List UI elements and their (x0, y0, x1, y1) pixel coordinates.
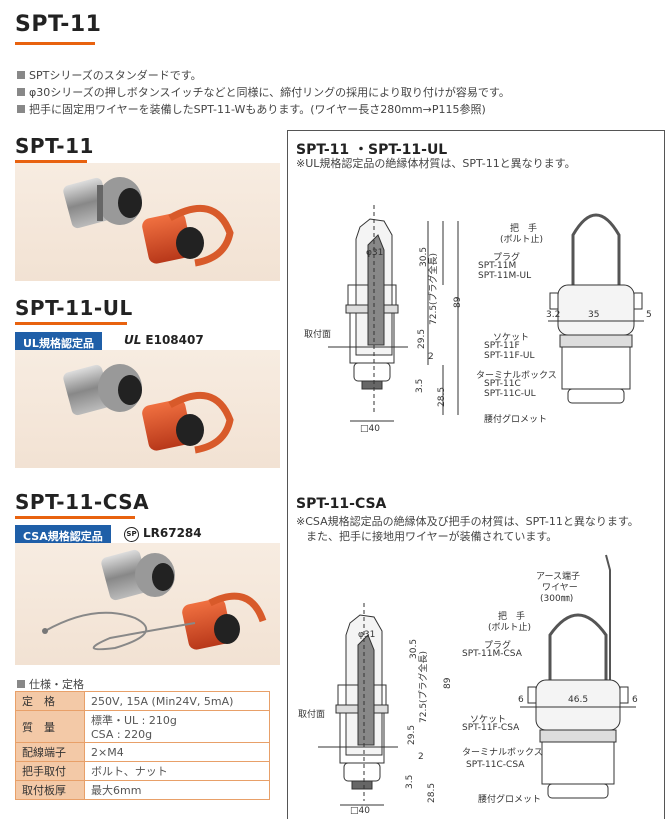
panel1-note: ※UL規格認定品の絶縁体材質は、SPT-11と異なります。 (296, 157, 576, 170)
label-plug-mul: SPT-11M-UL (478, 271, 532, 281)
section-underline (15, 322, 127, 325)
connector-image (63, 364, 234, 454)
svg-text:6: 6 (632, 695, 638, 705)
label-plug: プラグ (484, 641, 512, 651)
label-wire-len: (300㎜) (540, 594, 574, 604)
drawing-csa: φ31 30.5 72.5(プラグ全長) 89 29.5 2 3.5 28.5 … (298, 554, 638, 815)
csa-cert-badge: CSA規格認定品 (15, 525, 111, 547)
svg-text:□40: □40 (360, 424, 380, 434)
svg-text:6: 6 (518, 695, 524, 705)
label-grommet: 腰付グロメット (484, 415, 548, 425)
label-handle-sub: (ボルト止) (488, 623, 532, 633)
label-plug: プラグ (493, 253, 521, 263)
spec-value: 250V, 15A (Min24V, 5mA) (84, 691, 270, 711)
page-title: SPT-11 (15, 12, 102, 37)
product-photo-ul (15, 350, 280, 468)
label-handle: 把 手 (510, 224, 538, 234)
section-title-ul: SPT-11-UL (15, 296, 133, 320)
spec-key: 把手取付 (15, 761, 85, 781)
svg-text:89: 89 (453, 296, 463, 308)
svg-text:3.5: 3.5 (405, 775, 415, 789)
label-handle: 把 手 (498, 612, 526, 622)
product-photo-spt11 (15, 163, 280, 281)
label-earth: アース端子 (536, 572, 581, 582)
svg-text:29.5: 29.5 (417, 329, 427, 349)
svg-text:72.5(プラグ全長): 72.5(プラグ全長) (417, 651, 429, 723)
label-handle-sub: (ボルト止) (500, 235, 544, 245)
table-row: 把手取付ボルト、ナット (15, 761, 270, 781)
label-plug-m: SPT-11M (478, 261, 517, 271)
intro-line-2: φ30シリーズの押しボタンスイッチなどと同様に、締付リングの採用により取り付けが… (17, 84, 510, 100)
label-socket-f: SPT-11F-CSA (462, 723, 520, 733)
label-socket-f: SPT-11F (484, 341, 520, 351)
svg-text:28.5: 28.5 (437, 387, 447, 407)
spec-value: ボルト、ナット (84, 761, 270, 781)
svg-text:89: 89 (443, 677, 453, 689)
spec-key: 質 量 (15, 710, 85, 743)
spec-heading: 仕様・定格 (17, 676, 84, 692)
label-wire: ワイヤー (542, 583, 578, 593)
connector-image (42, 549, 267, 651)
ul-cert-badge: UL規格認定品 (15, 332, 102, 354)
label-term-cul: SPT-11C-UL (484, 389, 536, 399)
svg-text:2: 2 (418, 752, 424, 762)
panel2-note-2: また、把手に接地用ワイヤーが装備されています。 (306, 530, 558, 543)
svg-text:取付面: 取付面 (298, 709, 325, 720)
drawing-panel (287, 130, 665, 819)
svg-text:2: 2 (428, 352, 434, 362)
panel1-title: SPT-11 ・SPT-11-UL (296, 142, 448, 158)
label-grommet: 腰付グロメット (478, 795, 542, 805)
svg-text:35: 35 (588, 310, 599, 320)
label-terminal: ターミナルボックス (476, 371, 557, 381)
svg-text:30.5: 30.5 (409, 639, 419, 659)
spec-value: 最大6mm (84, 780, 270, 800)
panel2-note-1: ※CSA規格認定品の絶縁体及び把手の材質は、SPT-11と異なります。 (296, 515, 639, 528)
svg-text:取付面: 取付面 (304, 329, 331, 340)
svg-text:□40: □40 (350, 806, 370, 815)
svg-text:φ31: φ31 (366, 248, 383, 258)
label-socket-ful: SPT-11F-UL (484, 351, 535, 361)
section-title-csa: SPT-11-CSA (15, 490, 150, 514)
label-term-c: SPT-11C (484, 379, 521, 389)
product-photo-csa (15, 543, 280, 665)
svg-text:φ31: φ31 (358, 630, 375, 640)
drawing-spt11: φ31 30.5 72.5(プラグ全長) 89 29.5 2 3.5 28.5 … (304, 205, 652, 434)
spec-key: 取付板厚 (15, 780, 85, 800)
csa-mark-icon: SP (124, 527, 139, 542)
intro-line-1: SPTシリーズのスタンダードです。 (17, 67, 202, 83)
label-socket: ソケット (493, 333, 530, 343)
panel2-title: SPT-11-CSA (296, 496, 387, 512)
section-underline (15, 516, 135, 519)
svg-text:5: 5 (646, 310, 652, 320)
section-title-spt11: SPT-11 (15, 134, 94, 158)
spec-key: 定 格 (15, 691, 85, 711)
svg-text:46.5: 46.5 (568, 695, 588, 705)
ul-mark-icon: UL (124, 333, 142, 347)
label-socket: ソケット (470, 715, 507, 725)
svg-text:29.5: 29.5 (407, 725, 417, 745)
connector-image (63, 177, 234, 267)
svg-text:72.5(プラグ全長): 72.5(プラグ全長) (427, 253, 439, 325)
spec-value: 2×M4 (84, 742, 270, 762)
title-underline (15, 42, 95, 45)
svg-text:3.5: 3.5 (415, 379, 425, 393)
label-plug-m: SPT-11M-CSA (462, 649, 522, 659)
table-row: 取付板厚最大6mm (15, 780, 270, 800)
intro-line-3: 把手に固定用ワイヤーを装備したSPT-11-Wもあります。(ワイヤー長さ280m… (17, 101, 486, 117)
label-term-c: SPT-11C-CSA (466, 760, 525, 770)
section-underline (15, 160, 87, 163)
svg-text:3.2: 3.2 (546, 310, 560, 320)
svg-text:30.5: 30.5 (419, 247, 429, 267)
label-terminal: ターミナルボックス (462, 748, 543, 758)
svg-text:28.5: 28.5 (427, 783, 437, 803)
spec-key: 配線端子 (15, 742, 85, 762)
